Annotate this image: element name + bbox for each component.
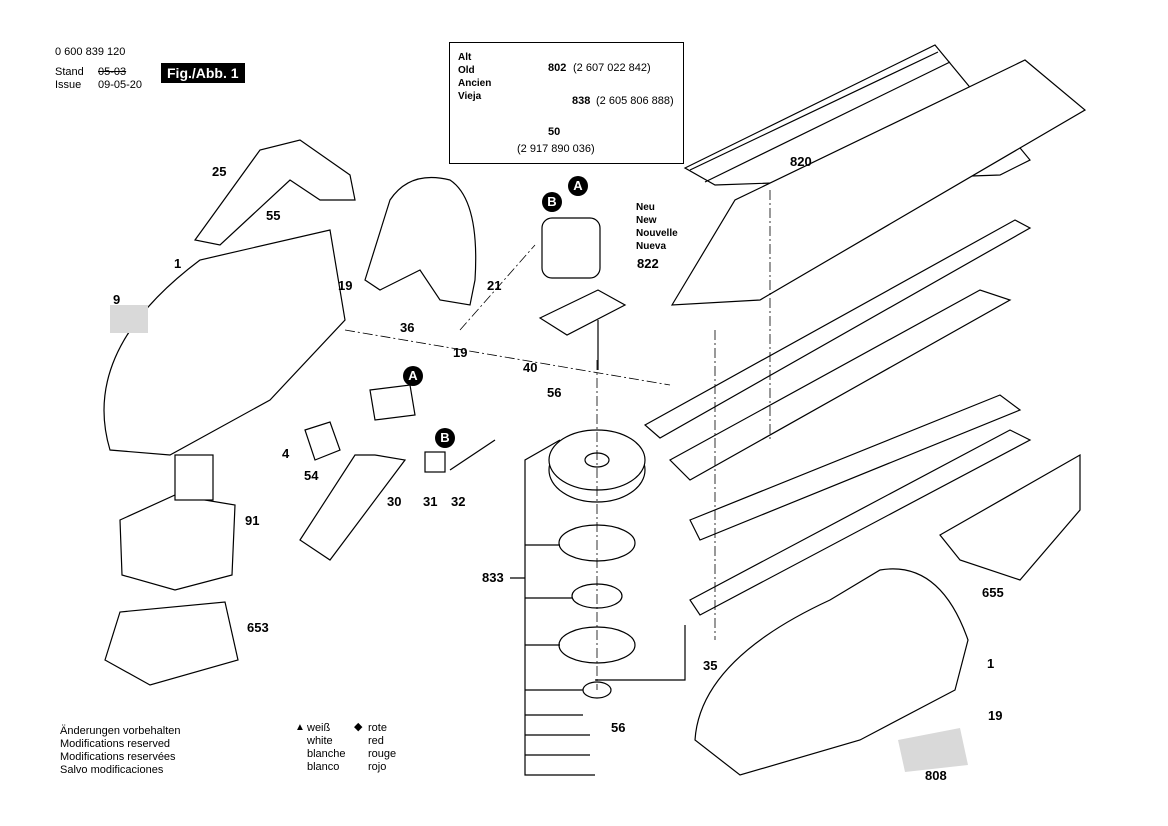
part-31: 31 [423, 494, 438, 509]
part-21: 21 [487, 278, 502, 293]
legend-red-de: rote [368, 722, 387, 734]
part-56-top: 56 [547, 385, 562, 400]
part-833: 833 [482, 570, 504, 585]
blade-cover [939, 453, 1081, 581]
housing-half [103, 229, 346, 456]
part-655: 655 [982, 585, 1004, 600]
inset-part-838: 838 [572, 95, 591, 107]
label-9 [110, 305, 148, 333]
hand-guard [364, 176, 477, 306]
part-4: 4 [282, 446, 290, 461]
inset-bottom-code: (2 917 890 036) [517, 143, 595, 155]
bracket-35 [595, 625, 686, 681]
badge-a-motor: A [568, 176, 588, 196]
note-fr: Modifications reservées [60, 751, 176, 763]
inset-part-50: 50 [548, 126, 561, 138]
part-19-mid: 19 [453, 345, 468, 360]
old-date: 05-03 [98, 66, 127, 78]
part-56-bottom: 56 [611, 720, 626, 735]
part-822: 822 [637, 256, 659, 271]
inset-lang-old-de: Alt [458, 52, 472, 63]
diamond-icon: ◆ [354, 721, 363, 733]
inset-old-parts [449, 42, 684, 164]
part-54: 54 [304, 468, 319, 483]
part-1: 1 [174, 256, 182, 271]
triangle-icon: ▲ [295, 722, 305, 733]
issue-date: 09-05-20 [98, 79, 143, 91]
legend-white-fr: blanche [307, 748, 346, 760]
legend-red-en: red [368, 735, 384, 747]
part-808: 808 [925, 768, 947, 783]
inset-code-802: (2 607 022 842) [573, 62, 651, 74]
badge-b-motor: B [542, 192, 562, 212]
note-es: Salvo modificaciones [60, 764, 164, 776]
stand-label: Stand [55, 66, 84, 78]
part-36: 36 [400, 320, 415, 335]
part-820: 820 [790, 154, 812, 169]
badge-a-switch: A [403, 366, 423, 386]
figure-label: Fig./Abb. 1 [161, 63, 245, 83]
switch-parts [299, 384, 496, 561]
part-32: 32 [451, 494, 466, 509]
part-9: 9 [113, 292, 121, 307]
part-40: 40 [523, 360, 538, 375]
handle-top [193, 139, 356, 246]
blades [669, 289, 1032, 616]
part-1-right: 1 [987, 656, 995, 671]
part-55: 55 [266, 208, 281, 223]
part-25: 25 [212, 164, 227, 179]
legend-red-fr: rouge [368, 748, 397, 760]
inset-code-838: (2 605 806 888) [596, 95, 674, 107]
inset-lang-old-fr: Ancien [458, 78, 492, 89]
charger [104, 601, 239, 686]
blade-bar [643, 219, 1032, 439]
bracket-833 [510, 439, 595, 776]
lang-new-fr: Nouvelle [636, 228, 678, 239]
part-35: 35 [703, 658, 718, 673]
issue-label: Issue [55, 79, 82, 91]
legend-white-de: weiß [307, 722, 331, 734]
legend-red-es: rojo [368, 761, 387, 773]
inset-part-802: 802 [548, 62, 567, 74]
legend-white-en: white [307, 735, 333, 747]
part-30: 30 [387, 494, 402, 509]
note-en: Modifications reserved [60, 738, 171, 750]
housing-right [694, 568, 969, 776]
lang-new-es: Nueva [636, 241, 667, 252]
part-91: 91 [245, 513, 260, 528]
part-number: 0 600 839 120 [55, 46, 126, 58]
legend-white-es: blanco [307, 761, 340, 773]
lang-new-de: Neu [636, 202, 655, 213]
part-19-top: 19 [338, 278, 353, 293]
motor [538, 217, 627, 370]
badge-b-switch: B [435, 428, 455, 448]
guard-cover [670, 44, 1087, 306]
inset-lang-old-es: Vieja [458, 91, 482, 102]
battery [119, 454, 236, 591]
part-653: 653 [247, 620, 269, 635]
note-de: Änderungen vorbehalten [60, 725, 181, 737]
lang-new-en: New [636, 215, 657, 226]
label-808 [898, 728, 968, 772]
part-19-right: 19 [988, 708, 1003, 723]
inset-lang-old-en: Old [458, 65, 475, 76]
